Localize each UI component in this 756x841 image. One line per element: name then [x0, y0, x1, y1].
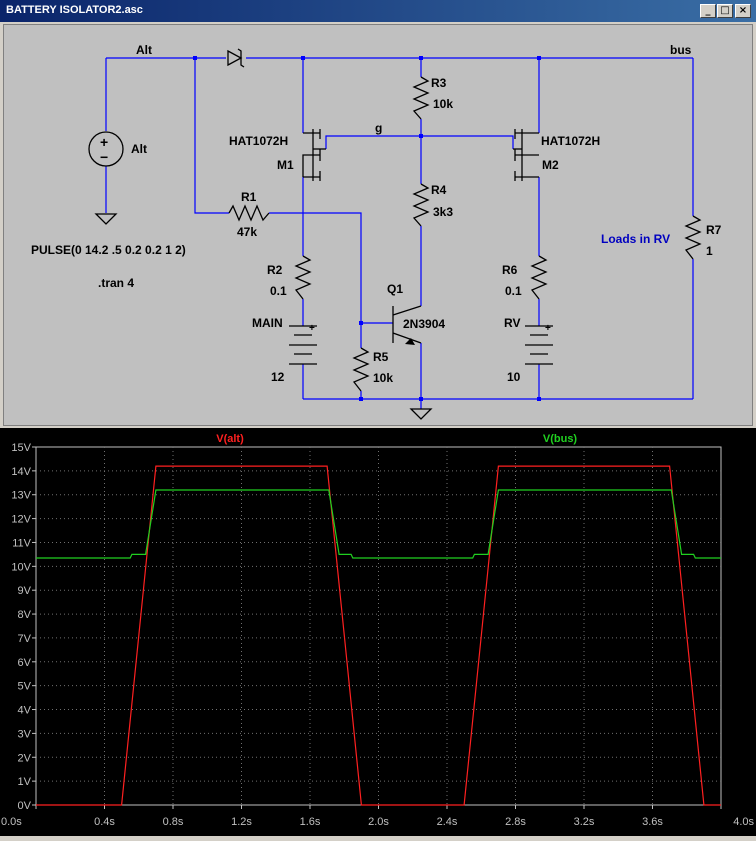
net-label-alt: Alt — [136, 43, 152, 57]
q1-name: Q1 — [387, 282, 403, 296]
wires — [105, 57, 694, 409]
r1-value: 47k — [237, 225, 257, 239]
y-tick-label: 13V — [11, 490, 31, 502]
loads-comment: Loads in RV — [601, 232, 670, 246]
x-tick-label: 3.6s — [642, 816, 663, 828]
junctions — [193, 56, 541, 401]
x-tick-label: 1.2s — [231, 816, 252, 828]
rv-battery-value: 10 — [507, 370, 521, 384]
y-tick-label: 6V — [18, 657, 32, 669]
main-battery-name: MAIN — [252, 316, 283, 330]
m1-name: M1 — [277, 158, 294, 172]
x-tick-label: 3.2s — [574, 816, 595, 828]
m1-model: HAT1072H — [229, 134, 288, 148]
x-tick-label: 0.8s — [163, 816, 184, 828]
rv-battery-plus: + — [545, 323, 551, 334]
x-tick-label: 0.4s — [94, 816, 115, 828]
window-title: BATTERY ISOLATOR2.asc — [6, 4, 143, 16]
y-tick-label: 11V — [12, 537, 31, 549]
x-tick-label: 2.8s — [505, 816, 526, 828]
close-button[interactable]: × — [735, 4, 751, 18]
y-tick-label: 10V — [11, 561, 31, 573]
m2-model: HAT1072H — [541, 134, 600, 148]
x-tick-label: 2.0s — [368, 816, 389, 828]
m2-name: M2 — [542, 158, 559, 172]
tran-directive: .tran 4 — [98, 276, 134, 290]
source-plus-sign: + — [100, 134, 108, 150]
r7-value: 1 — [706, 244, 713, 258]
title-bar[interactable]: BATTERY ISOLATOR2.asc _ □ × — [0, 0, 756, 22]
y-tick-label: 15V — [11, 442, 31, 454]
main-battery-value: 12 — [271, 370, 285, 384]
schematic-pane[interactable]: Alt bus g + − Alt PULSE(0 14.2 .5 0.2 0.… — [3, 24, 753, 426]
maximize-button[interactable]: □ — [717, 4, 733, 18]
y-tick-label: 4V — [18, 705, 32, 717]
source-name: Alt — [131, 142, 147, 156]
y-tick-label: 14V — [11, 466, 31, 478]
main-battery-plus: + — [309, 323, 315, 334]
r6-name: R6 — [502, 263, 518, 277]
waveform-pane[interactable]: 0V 1V 2V 3V 4V 5V 6V 7V 8V 9V 10V 11V 12V 13V 14V 15V 0.… — [0, 428, 756, 836]
r6-value: 0.1 — [505, 284, 522, 298]
series-line-1 — [36, 489, 721, 559]
r1-name: R1 — [241, 190, 257, 204]
y-tick-label: 7V — [18, 633, 32, 645]
q1-model: 2N3904 — [403, 317, 445, 331]
y-tick-label: 12V — [11, 514, 31, 526]
r3-name: R3 — [431, 76, 447, 90]
net-label-bus: bus — [670, 43, 692, 57]
series-line-0 — [36, 465, 721, 806]
y-tick-label: 3V — [18, 728, 32, 740]
r7-name: R7 — [706, 223, 722, 237]
rv-battery-name: RV — [504, 316, 520, 330]
r2-value: 0.1 — [270, 284, 287, 298]
legend-entry[interactable]: V(alt) — [216, 433, 244, 445]
legend-entry[interactable]: V(bus) — [543, 433, 578, 445]
y-tick-label: 8V — [18, 609, 32, 621]
y-tick-label: 9V — [18, 585, 32, 597]
r3-value: 10k — [433, 97, 453, 111]
r4-name: R4 — [431, 183, 447, 197]
minimize-button[interactable]: _ — [700, 4, 716, 18]
x-tick-label: 4.0s — [733, 816, 754, 828]
pulse-directive: PULSE(0 14.2 .5 0.2 0.2 1 2) — [31, 243, 186, 257]
y-tick-label: 5V — [18, 681, 32, 693]
x-tick-label: 0.0s — [1, 816, 22, 828]
y-tick-label: 1V — [18, 776, 32, 788]
x-tick-label: 2.4s — [437, 816, 458, 828]
r4-value: 3k3 — [433, 205, 453, 219]
x-tick-label: 1.6s — [300, 816, 321, 828]
r5-name: R5 — [373, 350, 389, 364]
waveform-chart: 0V 1V 2V 3V 4V 5V 6V 7V 8V 9V 10V 11V 12V 13V 14V 15V 0.… — [1, 433, 754, 828]
components — [88, 48, 702, 420]
y-tick-label: 2V — [18, 752, 32, 764]
net-label-g: g — [375, 121, 382, 135]
r2-name: R2 — [267, 263, 283, 277]
y-tick-label: 0V — [18, 800, 32, 812]
r5-value: 10k — [373, 371, 393, 385]
schematic-canvas: Alt bus g + − Alt PULSE(0 14.2 .5 0.2 0.… — [31, 43, 722, 420]
source-minus-sign: − — [100, 149, 108, 165]
